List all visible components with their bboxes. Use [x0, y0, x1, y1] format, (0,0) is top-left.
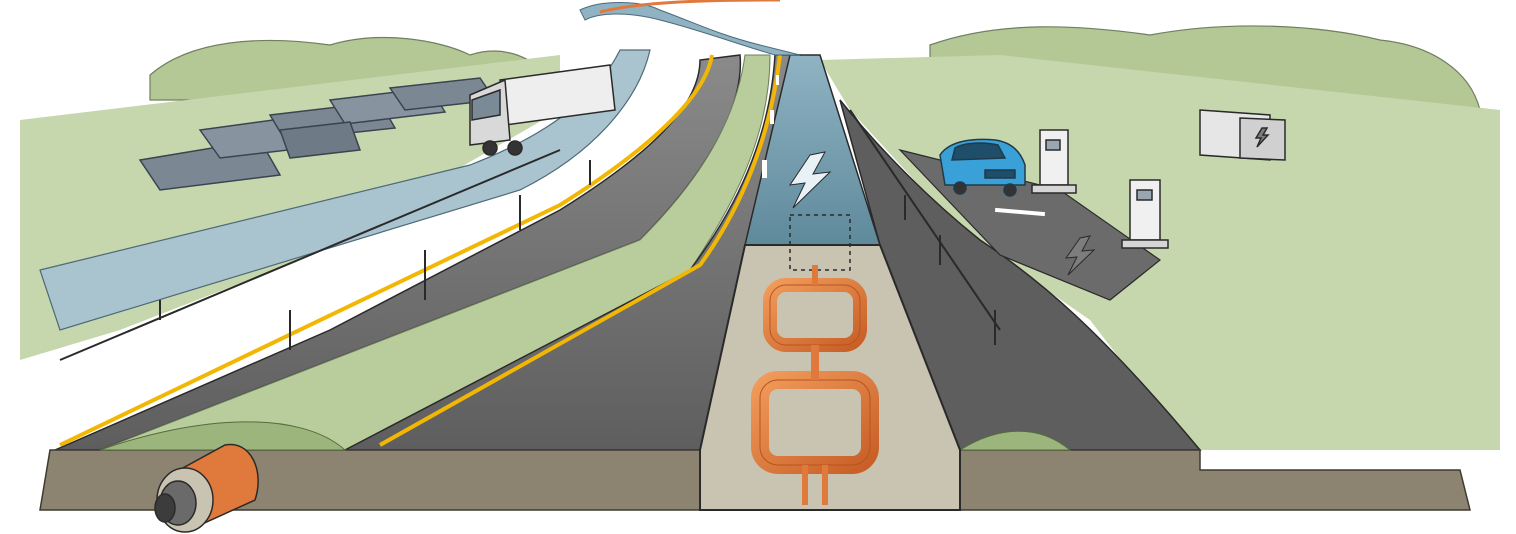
solar-field	[138, 77, 497, 191]
main-road-yellow-line	[379, 54, 782, 447]
grass-mound-left	[99, 421, 347, 451]
electric-car	[939, 138, 1026, 197]
median-grass	[99, 54, 771, 451]
lightning-bolt-icon	[1254, 127, 1270, 148]
cable-reel	[154, 443, 259, 533]
guardrail-right	[849, 109, 1001, 345]
left-road-yellow-line	[59, 54, 714, 447]
blue-strip-left	[39, 49, 651, 331]
battery-storage	[1199, 109, 1286, 161]
ev-charger-2	[1121, 179, 1169, 249]
parking-marking	[994, 207, 1046, 217]
trench-dashed-outline	[789, 214, 851, 271]
lightning-bolt-icon	[788, 151, 832, 209]
guardrail-left	[59, 149, 591, 361]
truck	[469, 64, 616, 156]
charging-coils	[751, 265, 879, 505]
ev-charger-1	[1031, 129, 1077, 194]
grass-mound-right	[958, 430, 1072, 451]
horizon-energy-line	[599, 0, 781, 14]
lane-dashes	[762, 75, 779, 178]
lightning-bolt-icon	[1064, 235, 1096, 276]
